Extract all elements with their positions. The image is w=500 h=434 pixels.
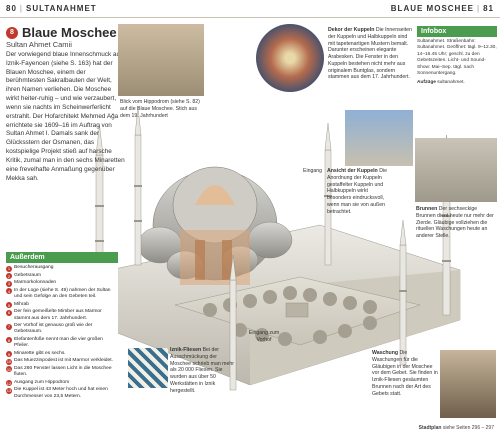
footer-reference: siehe Seiten 296 – 297 — [442, 425, 494, 431]
entrance-label: Eingang — [303, 168, 323, 174]
article-title: Blaue Moschee — [22, 25, 117, 40]
article-intro: Der vorwiegend blaue Innenschmuck aus Iz… — [6, 51, 125, 182]
article-number-badge: 8 — [6, 26, 18, 39]
infobox-title: Infobox — [417, 26, 497, 37]
ablution-caption-text: Die Waschungen für die Gläubigen in der … — [372, 350, 438, 397]
fountain-caption-text: Der sechseckige Brunnen dient heute nur … — [416, 206, 494, 239]
dome-decoration-caption: Dekor der Kuppeln Die Innenseiten der Ku… — [328, 27, 412, 81]
right-page-number: 81 — [483, 4, 494, 13]
infobox: Infobox Sultanahmet. Straßenbahn: Sultan… — [417, 26, 497, 86]
footer-label: Stadtplan — [418, 425, 442, 431]
page-header: 80|SULTANAHMET BLAUE MOSCHEE|81 — [0, 0, 500, 18]
legend-title: Außerdem — [6, 252, 118, 263]
domes-view-image — [345, 110, 413, 166]
fountain-image — [415, 138, 497, 202]
domes-view-caption-title: Ansicht der Kuppeln — [327, 168, 378, 174]
dome-decoration-caption-title: Dekor der Kuppeln — [328, 27, 375, 33]
infobox-text: Sultanahmet. Straßenbahn: Sultanahmet. G… — [417, 39, 497, 77]
ablution-caption: Waschung Die Waschungen für die Gläubige… — [372, 350, 438, 397]
iznik-tiles-caption-text: Bei der Ausschmückung der Moschee schrie… — [170, 347, 235, 394]
infobox-subtext: sultanahmet. — [437, 79, 465, 85]
fountain-caption: Brunnen Der sechseckige Brunnen dient he… — [416, 206, 496, 240]
map-reference-footer: Stadtplan siehe Seiten 296 – 297 — [419, 425, 494, 431]
ablution-caption-title: Waschung — [372, 350, 399, 356]
hippodrome-caption: Blick vom Hippodrom (siehe S. 82) auf di… — [120, 99, 200, 119]
left-page-header: 80|SULTANAHMET — [6, 4, 97, 13]
dome-decoration-image — [256, 24, 324, 92]
infobox-subsection: Aufzüge sultanahmet. — [417, 78, 497, 86]
ablution-image — [440, 350, 496, 418]
courtyard-entrance-label: Eingang zum Vorhof — [248, 330, 280, 343]
article-title-row: 8 Blaue Moschee — [6, 25, 117, 40]
fountain-caption-title: Brunnen — [416, 206, 438, 212]
left-page-number: 80 — [6, 4, 17, 13]
hippodrome-engraving-image — [118, 24, 204, 96]
article-subtitle: Sultan Ahmet Camii — [6, 40, 72, 49]
iznik-tiles-caption: Iznik-Fliesen Bei der Ausschmückung der … — [170, 347, 238, 394]
left-section-title: SULTANAHMET — [25, 4, 97, 13]
right-section-title: BLAUE MOSCHEE — [390, 4, 475, 13]
mosque-cutaway-illustration — [95, 106, 461, 391]
dome-decoration-caption-text: Die Innenseiten der Kuppeln und Halbkupp… — [328, 27, 412, 81]
right-page-header: BLAUE MOSCHEE|81 — [390, 4, 494, 13]
iznik-tiles-image — [128, 348, 168, 388]
domes-view-caption-text: Die Anordnung der Kuppeln gestaffelter K… — [327, 168, 387, 215]
infobox-subtitle: Aufzüge — [417, 79, 436, 85]
domes-view-caption: Ansicht der Kuppeln Die Anordnung der Ku… — [327, 168, 391, 215]
iznik-tiles-caption-title: Iznik-Fliesen — [170, 347, 202, 353]
